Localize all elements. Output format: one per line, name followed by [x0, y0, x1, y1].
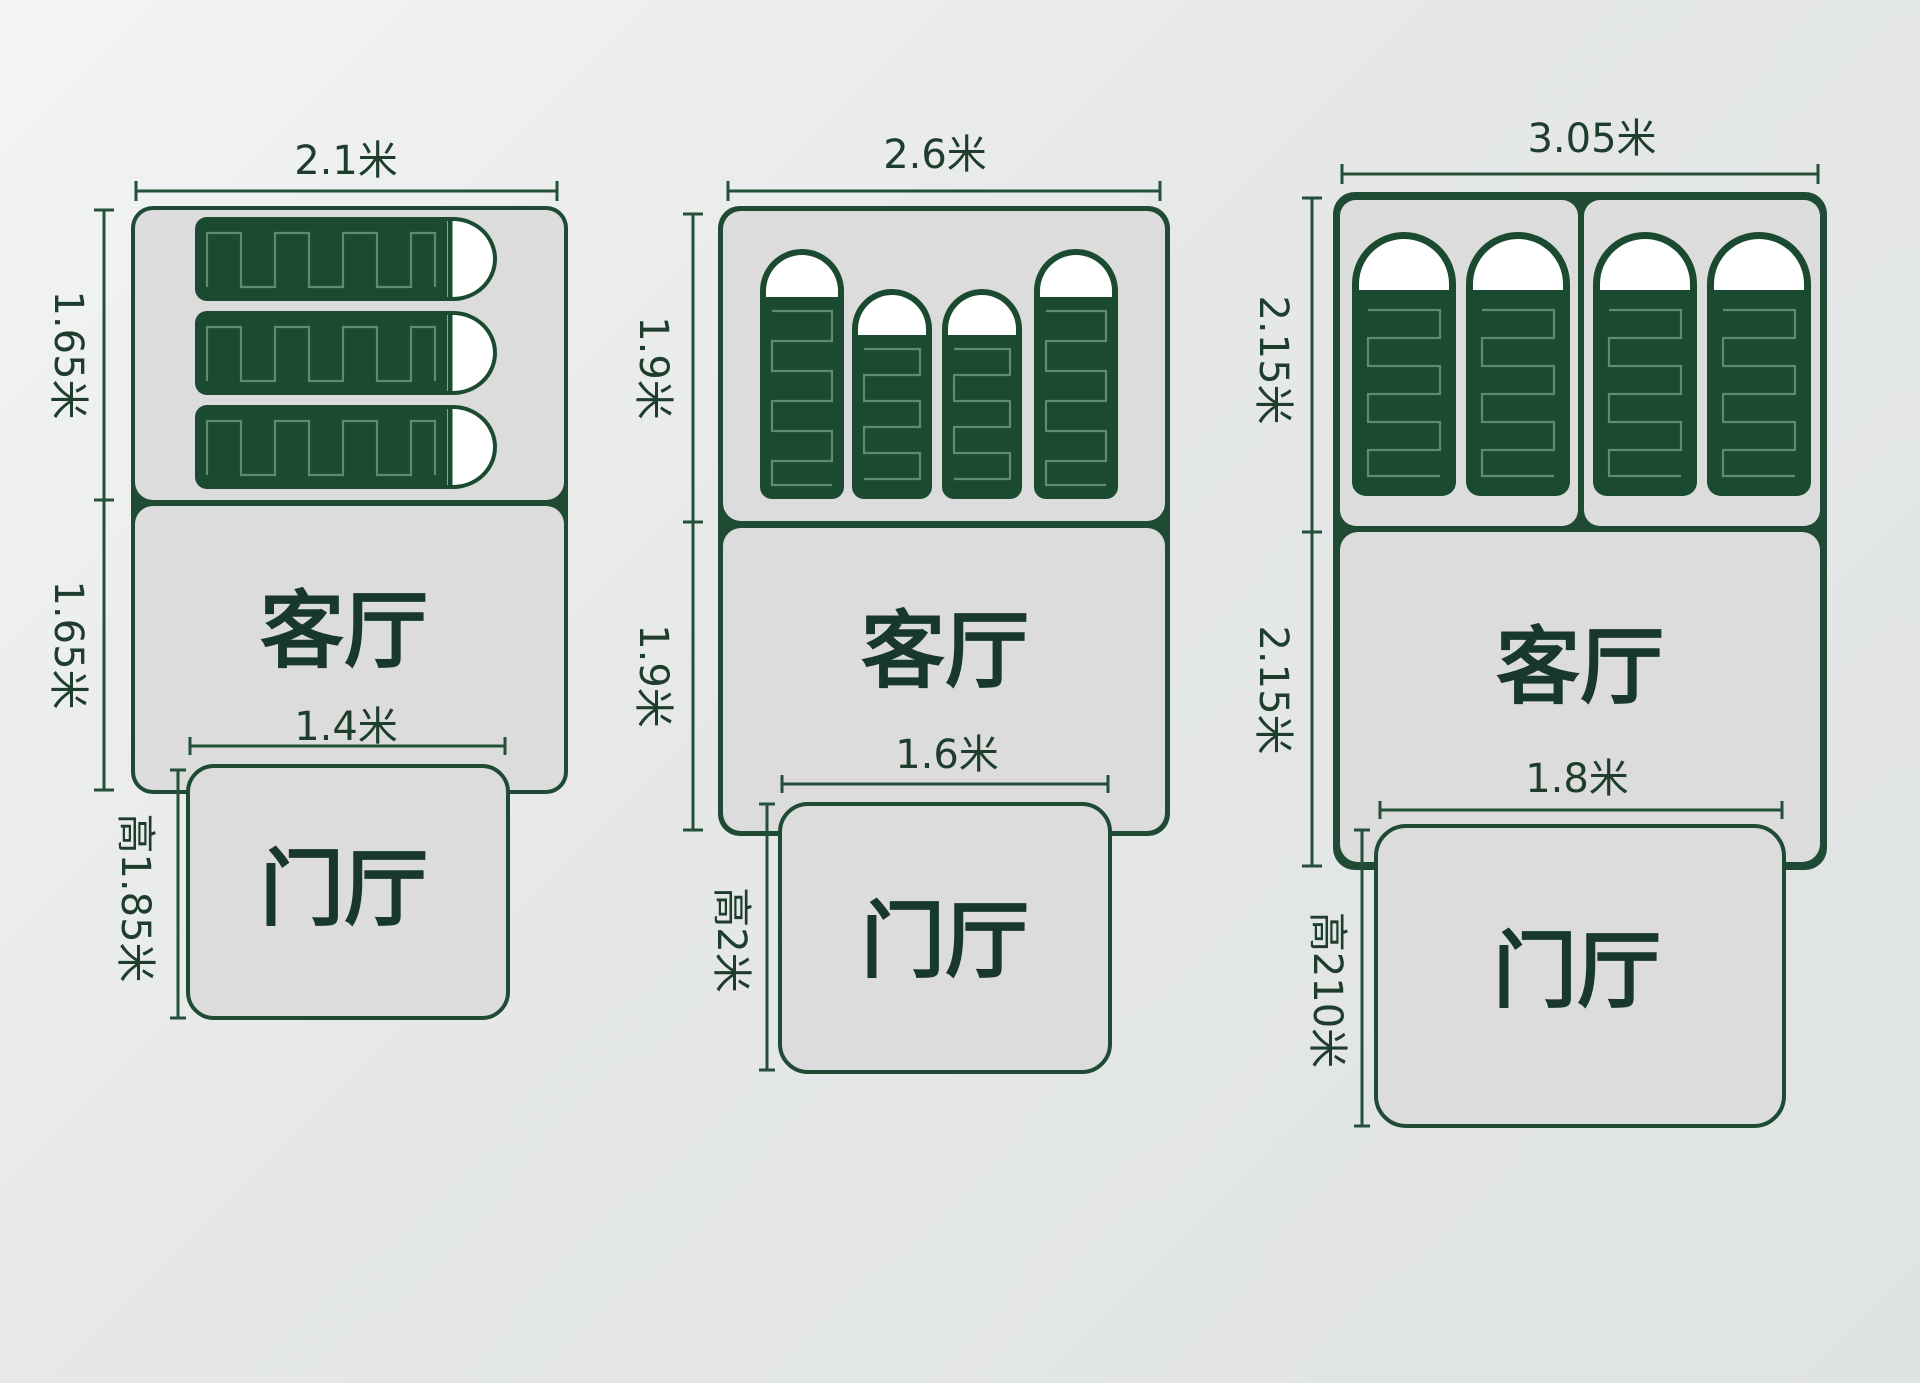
- sleeping-bag-icon: [195, 405, 497, 489]
- tent-1-vestibule-width-label: 1.4米: [294, 704, 398, 750]
- tent-2-height-dimension: 1.9米 1.9米: [630, 212, 703, 832]
- tent-1-width-label: 2.1米: [294, 138, 398, 184]
- tent-1-top-height-label: 1.65米: [45, 290, 91, 419]
- sleeping-bag-icon: [1707, 232, 1811, 496]
- sleeping-bag-icon: [942, 289, 1022, 499]
- tent-1-vestibule-label: 门厅: [260, 840, 428, 938]
- tent-3-sleeping-bags: [1352, 232, 1811, 496]
- sleeping-bag-icon: [760, 249, 844, 499]
- tent-1-vestibule-height-dimension: 高1.85米: [112, 768, 186, 1020]
- sleeping-bag-icon: [1466, 232, 1570, 496]
- tent-2-vestibule: [778, 802, 1112, 1074]
- tent-3: 3.05米 2.15米 2.15米: [1250, 116, 1827, 1128]
- tent-2-sleeping-bags: [760, 249, 1118, 499]
- tent-3-height-dimension: 2.15米 2.15米: [1250, 196, 1322, 868]
- tent-2-width-label: 2.6米: [883, 132, 987, 178]
- tent-3-bottom-height-label: 2.15米: [1250, 625, 1296, 754]
- tent-2-vestibule-width-label: 1.6米: [895, 732, 999, 778]
- tent-1-living-area: [135, 506, 564, 790]
- tent-3-vestibule-height-dimension: 高210米: [1304, 828, 1370, 1128]
- tent-1-vestibule-height-label: 高1.85米: [112, 813, 158, 982]
- tent-2-vestibule-height-label: 高2米: [708, 887, 754, 992]
- tent-1-vestibule-width-dimension: 1.4米: [188, 704, 507, 755]
- tent-2-vestibule-height-dimension: 高2米: [708, 802, 775, 1072]
- sleeping-bag-icon: [195, 311, 497, 395]
- tent-2-vestibule-label: 门厅: [861, 892, 1029, 990]
- sleeping-bag-icon: [852, 289, 932, 499]
- tent-1-sleeping-bags: [195, 217, 497, 489]
- tent-2-bottom-height-label: 1.9米: [630, 624, 676, 728]
- tent-3-vestibule-width-label: 1.8米: [1525, 756, 1629, 802]
- tent-3-vestibule-width-dimension: 1.8米: [1378, 756, 1784, 819]
- sleeping-bag-icon: [1593, 232, 1697, 496]
- tent-1: 2.1米 1.65米 1.65米: [45, 138, 568, 1020]
- tent-2-living-area: [723, 528, 1165, 831]
- tent-2-vestibule-width-dimension: 1.6米: [780, 732, 1110, 793]
- tent-3-width-label: 3.05米: [1527, 116, 1656, 162]
- tent-3-living-area: [1340, 532, 1820, 862]
- tent-3-vestibule: [1374, 824, 1786, 1128]
- tent-1-bottom-height-label: 1.65米: [45, 580, 91, 709]
- sleeping-bag-icon: [195, 217, 497, 301]
- tent-1-living-label: 客厅: [260, 582, 428, 680]
- tent-3-living-label: 客厅: [1496, 618, 1664, 716]
- tent-3-vestibule-height-label: 高210米: [1304, 912, 1350, 1068]
- tent-1-vestibule: [186, 764, 510, 1020]
- tent-2-living-label: 客厅: [861, 602, 1029, 700]
- tent-1-height-dimension: 1.65米 1.65米: [45, 208, 114, 792]
- tent-2-top-height-label: 1.9米: [630, 316, 676, 420]
- tent-3-width-dimension: 3.05米: [1340, 116, 1820, 184]
- sleeping-bag-icon: [1034, 249, 1118, 499]
- tent-2-width-dimension: 2.6米: [726, 132, 1162, 201]
- sleeping-bag-icon: [1352, 232, 1456, 496]
- tent-3-top-height-label: 2.15米: [1250, 295, 1296, 424]
- tent-1-width-dimension: 2.1米: [134, 138, 559, 201]
- tent-3-vestibule-label: 门厅: [1493, 922, 1661, 1020]
- tent-2: 2.6米 1.9米 1.9米: [630, 132, 1170, 1074]
